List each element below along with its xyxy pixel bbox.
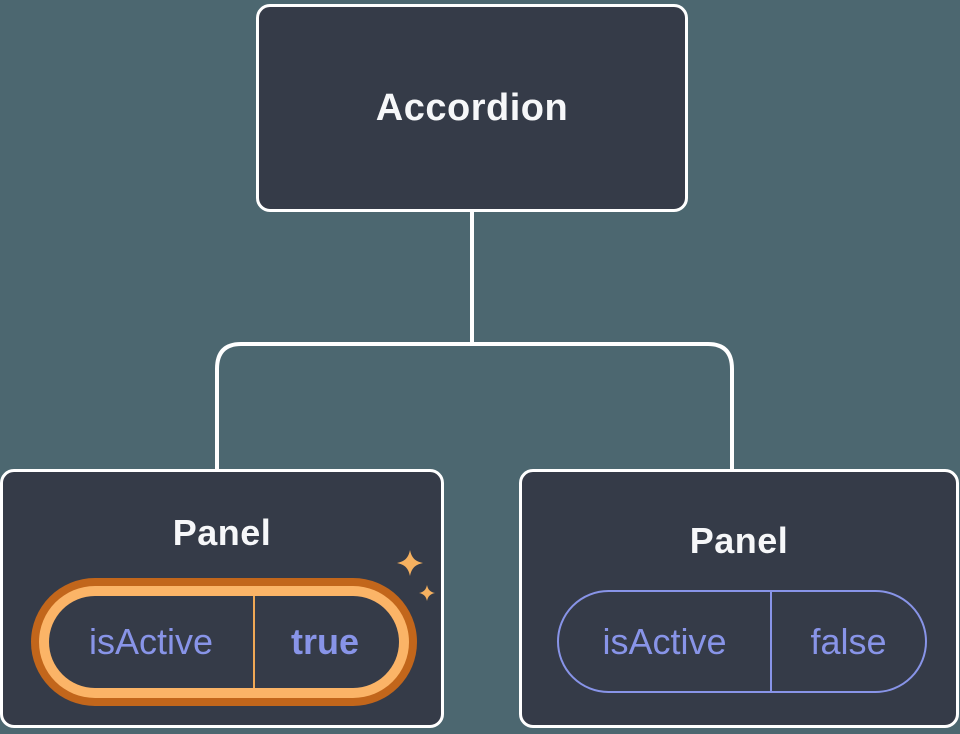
node-panel-inactive: Panel isActive false xyxy=(519,469,959,728)
prop-pill-active-highlight: isActive true xyxy=(31,578,417,706)
prop-name-inactive: isActive xyxy=(602,620,727,662)
node-accordion: Accordion xyxy=(256,4,688,212)
node-panel-active-label: Panel xyxy=(172,512,272,553)
node-panel-active: Panel isActive true xyxy=(0,469,444,728)
node-panel-inactive-label: Panel xyxy=(689,520,789,561)
prop-pill-active: isActive true xyxy=(49,596,399,688)
prop-name-active: isActive xyxy=(88,621,214,662)
node-accordion-label: Accordion xyxy=(375,86,569,129)
prop-value-inactive: false xyxy=(810,620,887,662)
prop-value-active: true xyxy=(290,621,359,662)
prop-pill-active-highlight-inner: isActive true xyxy=(39,586,409,698)
prop-pill-inactive: isActive false xyxy=(557,590,927,693)
connector-branch xyxy=(215,342,734,474)
prop-pill-inactive-divider xyxy=(770,592,772,691)
prop-pill-active-divider xyxy=(253,596,255,688)
